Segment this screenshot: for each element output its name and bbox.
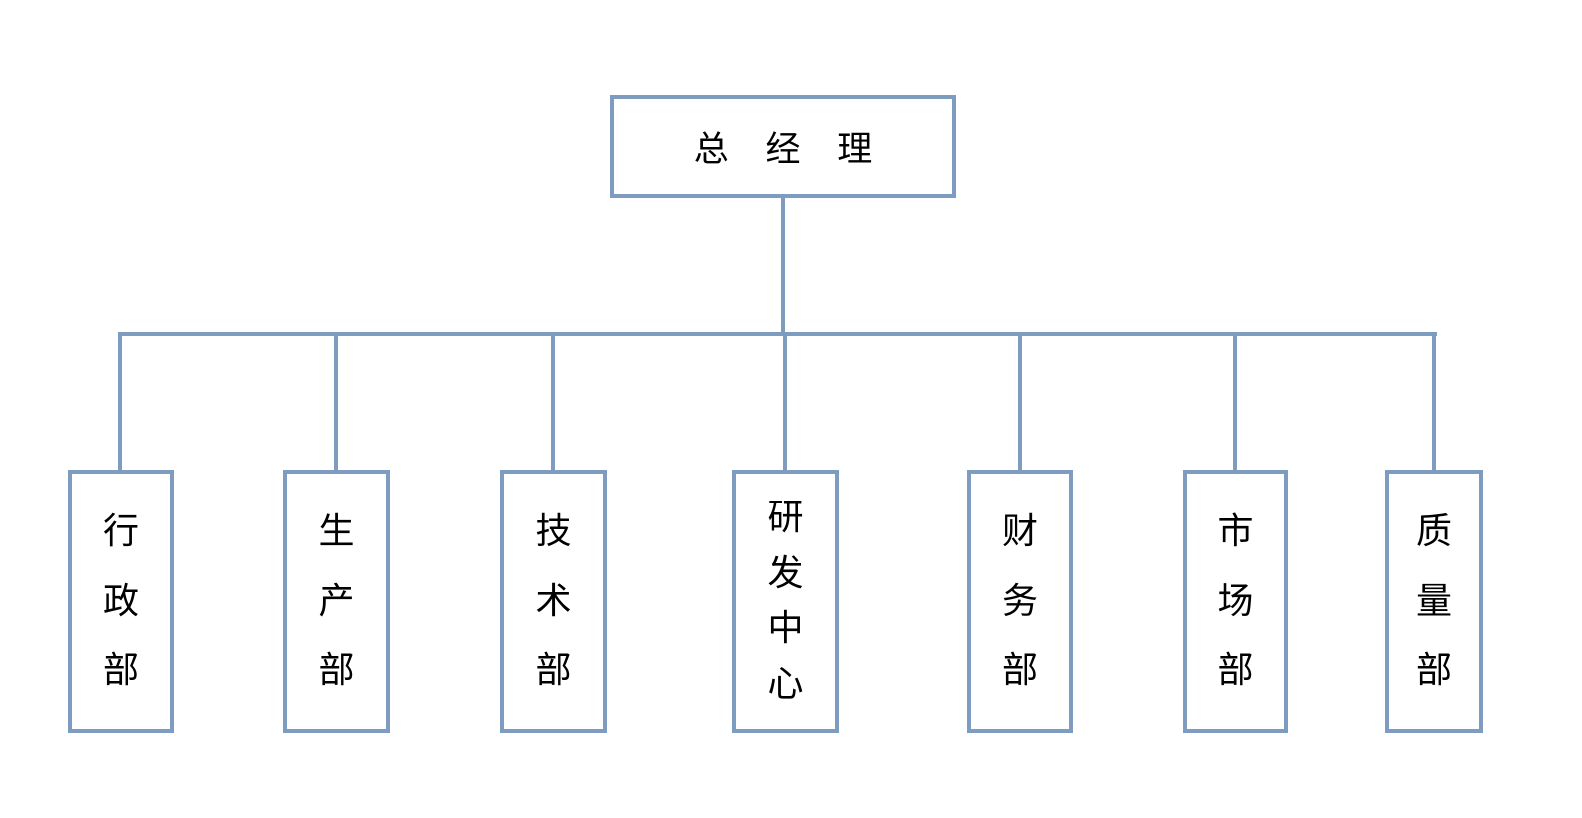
dept-box-marketing: 市场部: [1183, 470, 1288, 733]
dept-label-technology: 技术部: [535, 510, 572, 692]
connector-drop-production: [334, 334, 338, 472]
connector-drop-finance: [1018, 334, 1022, 472]
dept-label-admin: 行政部: [102, 510, 139, 692]
dept-box-production: 生产部: [283, 470, 390, 733]
dept-box-quality: 质量部: [1385, 470, 1483, 733]
dept-box-finance: 财务部: [967, 470, 1073, 733]
dept-label-marketing: 市场部: [1217, 510, 1254, 692]
root-label: 总经理: [693, 130, 909, 170]
dept-box-admin: 行政部: [68, 470, 174, 733]
connector-root-stem: [781, 196, 785, 334]
root-box-general-manager: 总经理: [610, 95, 956, 198]
connector-drop-rd-center: [783, 334, 787, 472]
connector-horizontal-bus: [118, 332, 1437, 336]
dept-box-rd-center: 研发中心: [732, 470, 839, 733]
dept-label-production: 生产部: [318, 510, 355, 692]
connector-drop-admin: [118, 334, 122, 472]
connector-drop-marketing: [1233, 334, 1237, 472]
connector-drop-quality: [1432, 334, 1436, 472]
dept-box-technology: 技术部: [500, 470, 607, 733]
dept-label-quality: 质量部: [1415, 510, 1452, 692]
connector-drop-technology: [551, 334, 555, 472]
dept-label-finance: 财务部: [1001, 510, 1038, 692]
dept-label-rd-center: 研发中心: [767, 496, 804, 706]
